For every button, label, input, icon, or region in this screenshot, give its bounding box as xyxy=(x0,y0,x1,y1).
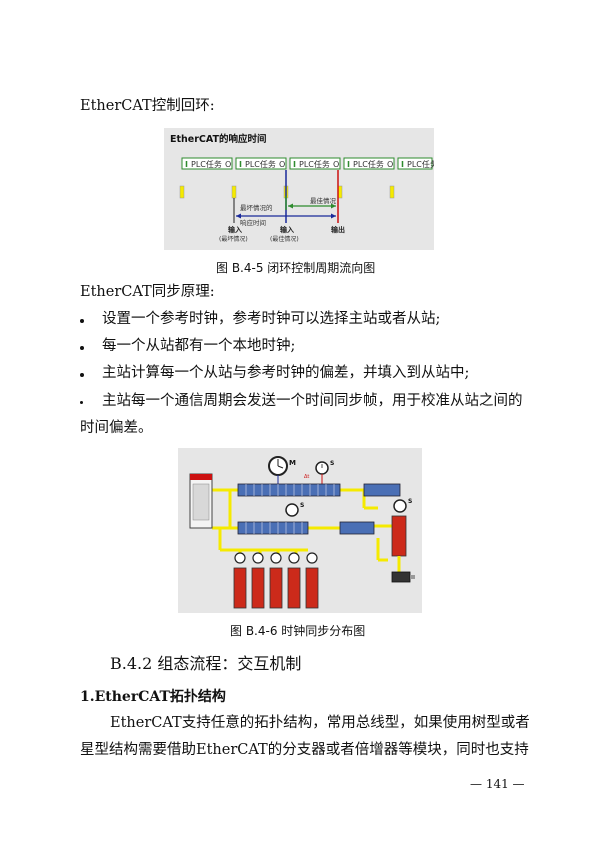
task-i-label: I xyxy=(293,160,296,169)
io-terminal-block xyxy=(237,521,309,535)
task-label: PLC任务 xyxy=(353,159,384,169)
task-o-label: O xyxy=(279,160,285,169)
paragraph-line: 星型结构需要借助EtherCAT的分支器或者倍增器等模块，同时也支持 xyxy=(80,742,529,758)
figure-response-time: I PLC任务 O I PLC任务 O I PLC任务 O I PLC任务 O xyxy=(164,128,434,250)
paragraph-line: EtherCAT支持任意的拓扑结构，常用总线型，如果使用树型或者 xyxy=(110,715,530,731)
figure-caption-2: 图 B.4-6 时钟同步分布图 xyxy=(230,624,366,638)
slave-clock-icon xyxy=(285,503,299,517)
page-number: — 141 — xyxy=(470,777,525,791)
servo-drive-group xyxy=(233,552,319,609)
slave-clock-icon xyxy=(315,461,329,475)
frame-marker xyxy=(179,185,185,199)
input-best-label: 输入 xyxy=(280,225,294,234)
plc-task-block: I PLC任务 xyxy=(397,157,434,170)
io-terminal-block xyxy=(237,483,341,497)
frame-marker xyxy=(231,185,237,199)
figure-clock-sync: M S Δt S xyxy=(178,448,422,613)
task-i-label: I xyxy=(347,160,350,169)
response-time-diagram: I PLC任务 O I PLC任务 O I PLC任务 O I PLC任务 O xyxy=(170,133,434,243)
bullet-dot xyxy=(80,346,84,350)
task-o-label: O xyxy=(387,160,393,169)
plc-task-block: I PLC任务 O xyxy=(343,157,395,170)
task-label: PLC任务 xyxy=(245,159,276,169)
slave-label: S xyxy=(408,498,412,505)
figure-title: EtherCAT的响应时间 xyxy=(170,133,267,145)
best-case-label: 最佳情况 xyxy=(310,196,337,205)
figure-caption-1: 图 B.4-5 闭环控制周期流向图 xyxy=(216,261,376,275)
task-label: PLC任务 xyxy=(407,159,434,169)
task-o-label: O xyxy=(225,160,231,169)
bullet-item: 设置一个参考时钟，参考时钟可以选择主站或者从站; xyxy=(102,311,441,327)
io-terminal-block xyxy=(339,521,375,535)
slave-label: S xyxy=(330,460,334,467)
task-o-label: O xyxy=(333,160,339,169)
worst-case-label-2: 响应时间 xyxy=(240,218,266,227)
subsection-heading-topology: 1.EtherCAT拓扑结构 xyxy=(80,689,226,705)
io-terminal-block xyxy=(363,483,401,497)
input-worst-label: 输入 xyxy=(228,225,242,234)
input-best-sub: (最佳情况) xyxy=(270,235,299,243)
section-heading-b42: B.4.2 组态流程：交互机制 xyxy=(110,654,302,673)
frame-marker xyxy=(389,185,395,199)
bullet-dot xyxy=(80,401,83,404)
slave-clock-icon xyxy=(393,499,407,513)
servo-drive xyxy=(391,515,407,557)
bullet-dot xyxy=(80,319,84,323)
input-worst-sub: (最坏情况) xyxy=(219,235,248,243)
master-clock-icon xyxy=(268,456,288,476)
task-i-label: I xyxy=(185,160,188,169)
master-label: M xyxy=(289,459,296,467)
bullet-dot xyxy=(80,373,84,377)
plc-task-block: I PLC任务 O xyxy=(235,157,287,170)
task-i-label: I xyxy=(239,160,242,169)
slave-label: S xyxy=(300,502,304,509)
worst-case-label-1: 最坏情况的 xyxy=(240,203,273,212)
bullet-item: 每一个从站都有一个本地时钟; xyxy=(102,338,296,354)
servo-motor xyxy=(391,571,411,583)
task-i-label: I xyxy=(401,160,404,169)
plc-task-block: I PLC任务 O xyxy=(181,157,233,170)
task-label: PLC任务 xyxy=(299,159,330,169)
bullet-item: 主站每一个通信周期会发送一个时间同步帧，用于校准从站之间的 xyxy=(102,393,523,409)
bullet-item: 主站计算每一个从站与参考时钟的偏差，并填入到从站中; xyxy=(102,365,470,381)
section-sync-title: EtherCAT同步原理: xyxy=(80,284,215,300)
plc-task-block: I PLC任务 O xyxy=(289,157,341,170)
clock-sync-diagram: M S Δt S xyxy=(189,456,415,609)
output-label: 输出 xyxy=(331,225,345,234)
task-label: PLC任务 xyxy=(191,159,222,169)
section-loop-title: EtherCAT控制回环: xyxy=(80,98,215,114)
bullet-continuation: 时间偏差。 xyxy=(80,420,153,436)
delta-label: Δt xyxy=(304,474,309,480)
